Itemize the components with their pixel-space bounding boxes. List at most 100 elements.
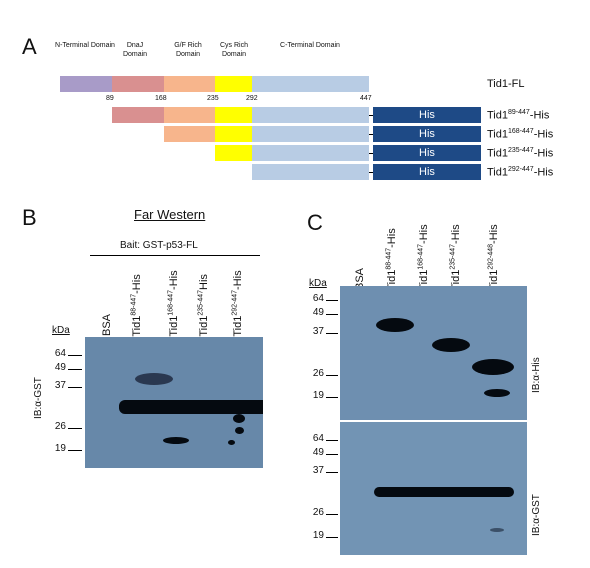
c1-linker (369, 115, 373, 116)
domain-label-c-terminal: C-Terminal Domain (280, 42, 340, 49)
c2-linker (369, 134, 373, 135)
c-top-tick-37 (326, 333, 338, 334)
b-band-lane5-a (233, 414, 245, 423)
c-bot-tick-64 (326, 440, 338, 441)
c-lane-168-447: Tid1168-447-His (417, 224, 430, 291)
domain-bar-c-terminal (252, 76, 369, 92)
b-marker-37: 37 (54, 380, 66, 391)
c4-linker (369, 172, 373, 173)
b-lane-bsa: BSA (101, 313, 113, 336)
c3-cterm (252, 145, 369, 161)
panel-a-letter: A (22, 34, 37, 59)
c-lane-292-448: Tid1292-448-His (487, 224, 500, 291)
b-marker-19: 19 (54, 443, 66, 454)
c-bot-marker-19: 19 (312, 530, 324, 541)
c-bot-tick-26 (326, 514, 338, 515)
b-marker-26: 26 (54, 421, 66, 432)
c-bot-marker-37: 37 (312, 465, 324, 476)
domain-label-n-terminal: N-Terminal Domain (55, 42, 115, 49)
c2-cterm (252, 126, 369, 142)
b-band-lane5-b (235, 427, 244, 434)
c-his-band-lane3 (432, 338, 470, 352)
b-lane-292-447: Tid1292-447-His (231, 270, 244, 337)
domain-label-gf-rich: G/F Rich Domain (174, 42, 202, 58)
c4-cterm (252, 164, 369, 180)
c-bot-tick-19 (326, 537, 338, 538)
domain-bar-dnaj (112, 76, 164, 92)
c-top-marker-26: 26 (312, 368, 324, 379)
b-marker-49: 49 (54, 362, 66, 373)
b-marker-64: 64 (54, 348, 66, 359)
domain-bar-n-terminal (60, 76, 112, 92)
c-ib-gst-label: IB:α-GST (531, 494, 542, 536)
bait-underline (90, 255, 260, 256)
c-top-marker-64: 64 (312, 293, 324, 304)
c-bot-marker-49: 49 (312, 447, 324, 458)
b-band-lane5-c (228, 440, 235, 445)
his-blot (340, 286, 527, 420)
c1-gf (164, 107, 215, 123)
b-band-lane2-upper (135, 373, 173, 385)
c-top-marker-37: 37 (312, 326, 324, 337)
c-top-tick-64 (326, 300, 338, 301)
c-top-tick-26 (326, 375, 338, 376)
domain-bar-cys-rich (215, 76, 252, 92)
c-his-band-lane4 (472, 359, 514, 375)
c-top-tick-49 (326, 314, 338, 315)
domain-label-dnaj: DnaJ Domain (122, 42, 148, 58)
c-his-band-lane2 (376, 318, 414, 332)
construct-label-235-447: Tid1235-447-His (487, 147, 554, 160)
c-bot-tick-37 (326, 472, 338, 473)
construct-label-fl: Tid1-FL (487, 78, 525, 90)
c-bot-marker-64: 64 (312, 433, 324, 444)
panel-b-bait: Bait: GST-p53-FL (120, 240, 198, 251)
c1-dnaj (112, 107, 164, 123)
b-tick-49 (68, 369, 82, 370)
gst-blot (340, 422, 527, 555)
c-gst-band-main (374, 487, 514, 497)
position-235: 235 (207, 95, 219, 102)
c3-his-tag: His (373, 145, 481, 161)
c-lane-88-447: Tid188-447-His (385, 228, 398, 291)
b-ib-label: IB:α-GST (33, 377, 44, 419)
panel-b-title: Far Western (134, 207, 206, 222)
b-lane-235-447: Tid1235-447His (197, 274, 210, 337)
c2-cys (215, 126, 252, 142)
b-tick-64 (68, 355, 82, 356)
panel-b-letter: B (22, 205, 37, 230)
c1-cys (215, 107, 252, 123)
b-kda-label: kDa (52, 325, 70, 336)
c-bot-tick-49 (326, 454, 338, 455)
c1-his-tag: His (373, 107, 481, 123)
c2-gf (164, 126, 215, 142)
b-tick-19 (68, 450, 82, 451)
b-lane-168-447: Tid1168-447-His (167, 270, 180, 337)
construct-label-89-447: Tid189-447-His (487, 109, 550, 122)
c3-cys (215, 145, 252, 161)
domain-bar-gf-rich (164, 76, 215, 92)
position-292: 292 (246, 95, 258, 102)
b-lane-88-447: Tid188-447-His (130, 274, 143, 337)
c-top-tick-19 (326, 397, 338, 398)
c-ib-his-label: IB:α-His (531, 357, 542, 393)
construct-label-168-447: Tid1168-447-His (487, 128, 554, 141)
c-top-marker-49: 49 (312, 307, 324, 318)
position-168: 168 (155, 95, 167, 102)
blot-separator (340, 420, 527, 422)
construct-label-292-447: Tid1292-447-His (487, 166, 554, 179)
c3-linker (369, 153, 373, 154)
c-lane-235-447: Tid1235-447-His (449, 224, 462, 291)
position-89: 89 (106, 95, 114, 102)
b-band-main (119, 400, 263, 414)
c-his-band-lane5 (484, 389, 510, 397)
c-kda-label: kDa (309, 278, 327, 289)
panel-c-letter: C (307, 210, 323, 235)
c1-cterm (252, 107, 369, 123)
c-bot-marker-26: 26 (312, 507, 324, 518)
c2-his-tag: His (373, 126, 481, 142)
c4-his-tag: His (373, 164, 481, 180)
position-447: 447 (360, 95, 372, 102)
b-band-lane3-low (163, 437, 189, 444)
b-tick-26 (68, 428, 82, 429)
c-top-marker-19: 19 (312, 390, 324, 401)
